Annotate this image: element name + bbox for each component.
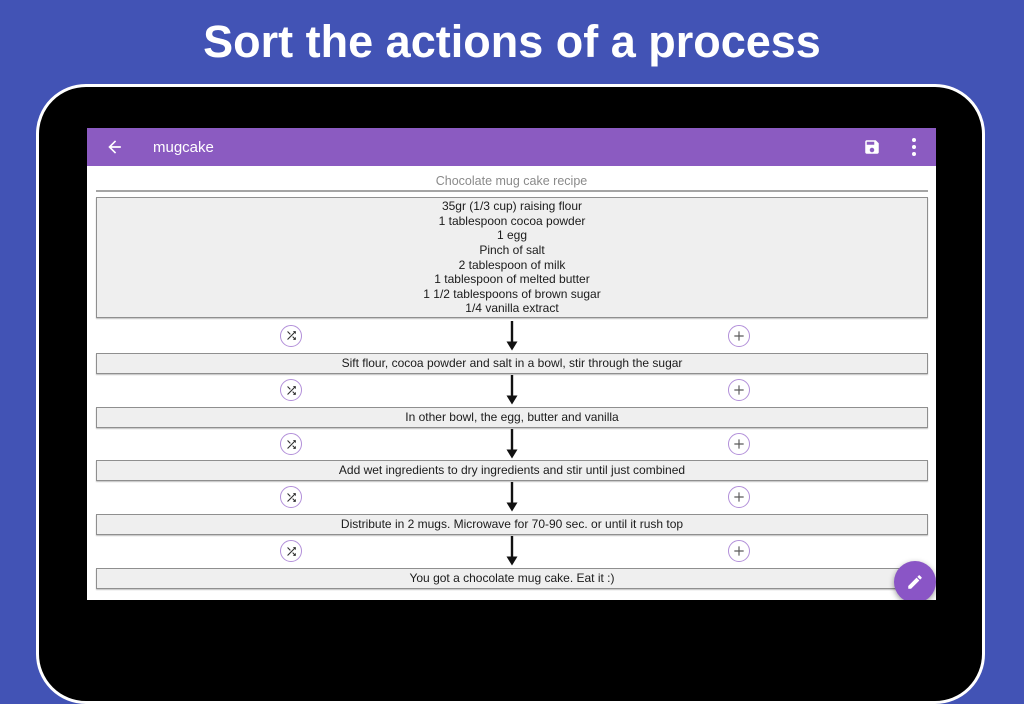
add-step-button[interactable] (728, 379, 750, 401)
arrow-down-icon (504, 321, 520, 351)
step-box[interactable]: In other bowl, the egg, butter and vanil… (96, 407, 928, 428)
app-toolbar: mugcake (87, 128, 936, 166)
shuffle-icon (285, 329, 298, 342)
shuffle-button[interactable] (280, 325, 302, 347)
app-screen: mugcake Chocolate mug cake recipe 35gr (… (87, 128, 936, 600)
arrow-down-icon (504, 429, 520, 459)
ingredient-line: 35gr (1/3 cup) raising flour (97, 199, 927, 214)
ingredient-line: 1 tablespoon of melted butter (97, 272, 927, 287)
step-box[interactable]: Add wet ingredients to dry ingredients a… (96, 460, 928, 481)
ingredient-line: 1 egg (97, 228, 927, 243)
plus-icon (732, 383, 746, 397)
connector-row (87, 374, 936, 406)
add-step-button[interactable] (728, 486, 750, 508)
back-arrow-icon[interactable] (103, 135, 127, 159)
add-step-button[interactable] (728, 325, 750, 347)
pencil-icon (906, 573, 924, 591)
overflow-dots-icon (912, 138, 916, 156)
arrow-down-icon (504, 536, 520, 566)
connector-row (87, 318, 936, 353)
overflow-menu-button[interactable] (902, 135, 926, 159)
shuffle-button[interactable] (280, 540, 302, 562)
shuffle-icon (285, 438, 298, 451)
ingredients-box[interactable]: 35gr (1/3 cup) raising flour 1 tablespoo… (96, 197, 928, 318)
edit-fab-button[interactable] (894, 561, 936, 600)
step-box[interactable]: Sift flour, cocoa powder and salt in a b… (96, 353, 928, 374)
connector-row (87, 428, 936, 460)
shuffle-button[interactable] (280, 486, 302, 508)
plus-icon (732, 490, 746, 504)
arrow-down-icon (504, 375, 520, 405)
add-step-button[interactable] (728, 433, 750, 455)
process-name-underline (96, 190, 928, 192)
ingredient-line: Pinch of salt (97, 243, 927, 258)
ingredient-line: 2 tablespoon of milk (97, 258, 927, 273)
shuffle-icon (285, 384, 298, 397)
shuffle-button[interactable] (280, 433, 302, 455)
plus-icon (732, 437, 746, 451)
ingredient-line: 1/4 vanilla extract (97, 301, 927, 316)
ingredient-line: 1 tablespoon cocoa powder (97, 214, 927, 229)
plus-icon (732, 544, 746, 558)
toolbar-title: mugcake (153, 139, 214, 156)
plus-icon (732, 329, 746, 343)
add-step-button[interactable] (728, 540, 750, 562)
process-name-field[interactable]: Chocolate mug cake recipe (87, 174, 936, 188)
page-title: Sort the actions of a process (203, 16, 821, 68)
ingredient-line: 1 1/2 tablespoons of brown sugar (97, 287, 927, 302)
connector-row (87, 535, 936, 567)
shuffle-icon (285, 491, 298, 504)
step-box[interactable]: Distribute in 2 mugs. Microwave for 70-9… (96, 514, 928, 535)
shuffle-button[interactable] (280, 379, 302, 401)
connector-row (87, 481, 936, 513)
arrow-down-icon (504, 482, 520, 512)
step-box[interactable]: You got a chocolate mug cake. Eat it :) (96, 568, 928, 589)
shuffle-icon (285, 545, 298, 558)
save-button[interactable] (860, 135, 884, 159)
page-banner: Sort the actions of a process (0, 0, 1024, 84)
